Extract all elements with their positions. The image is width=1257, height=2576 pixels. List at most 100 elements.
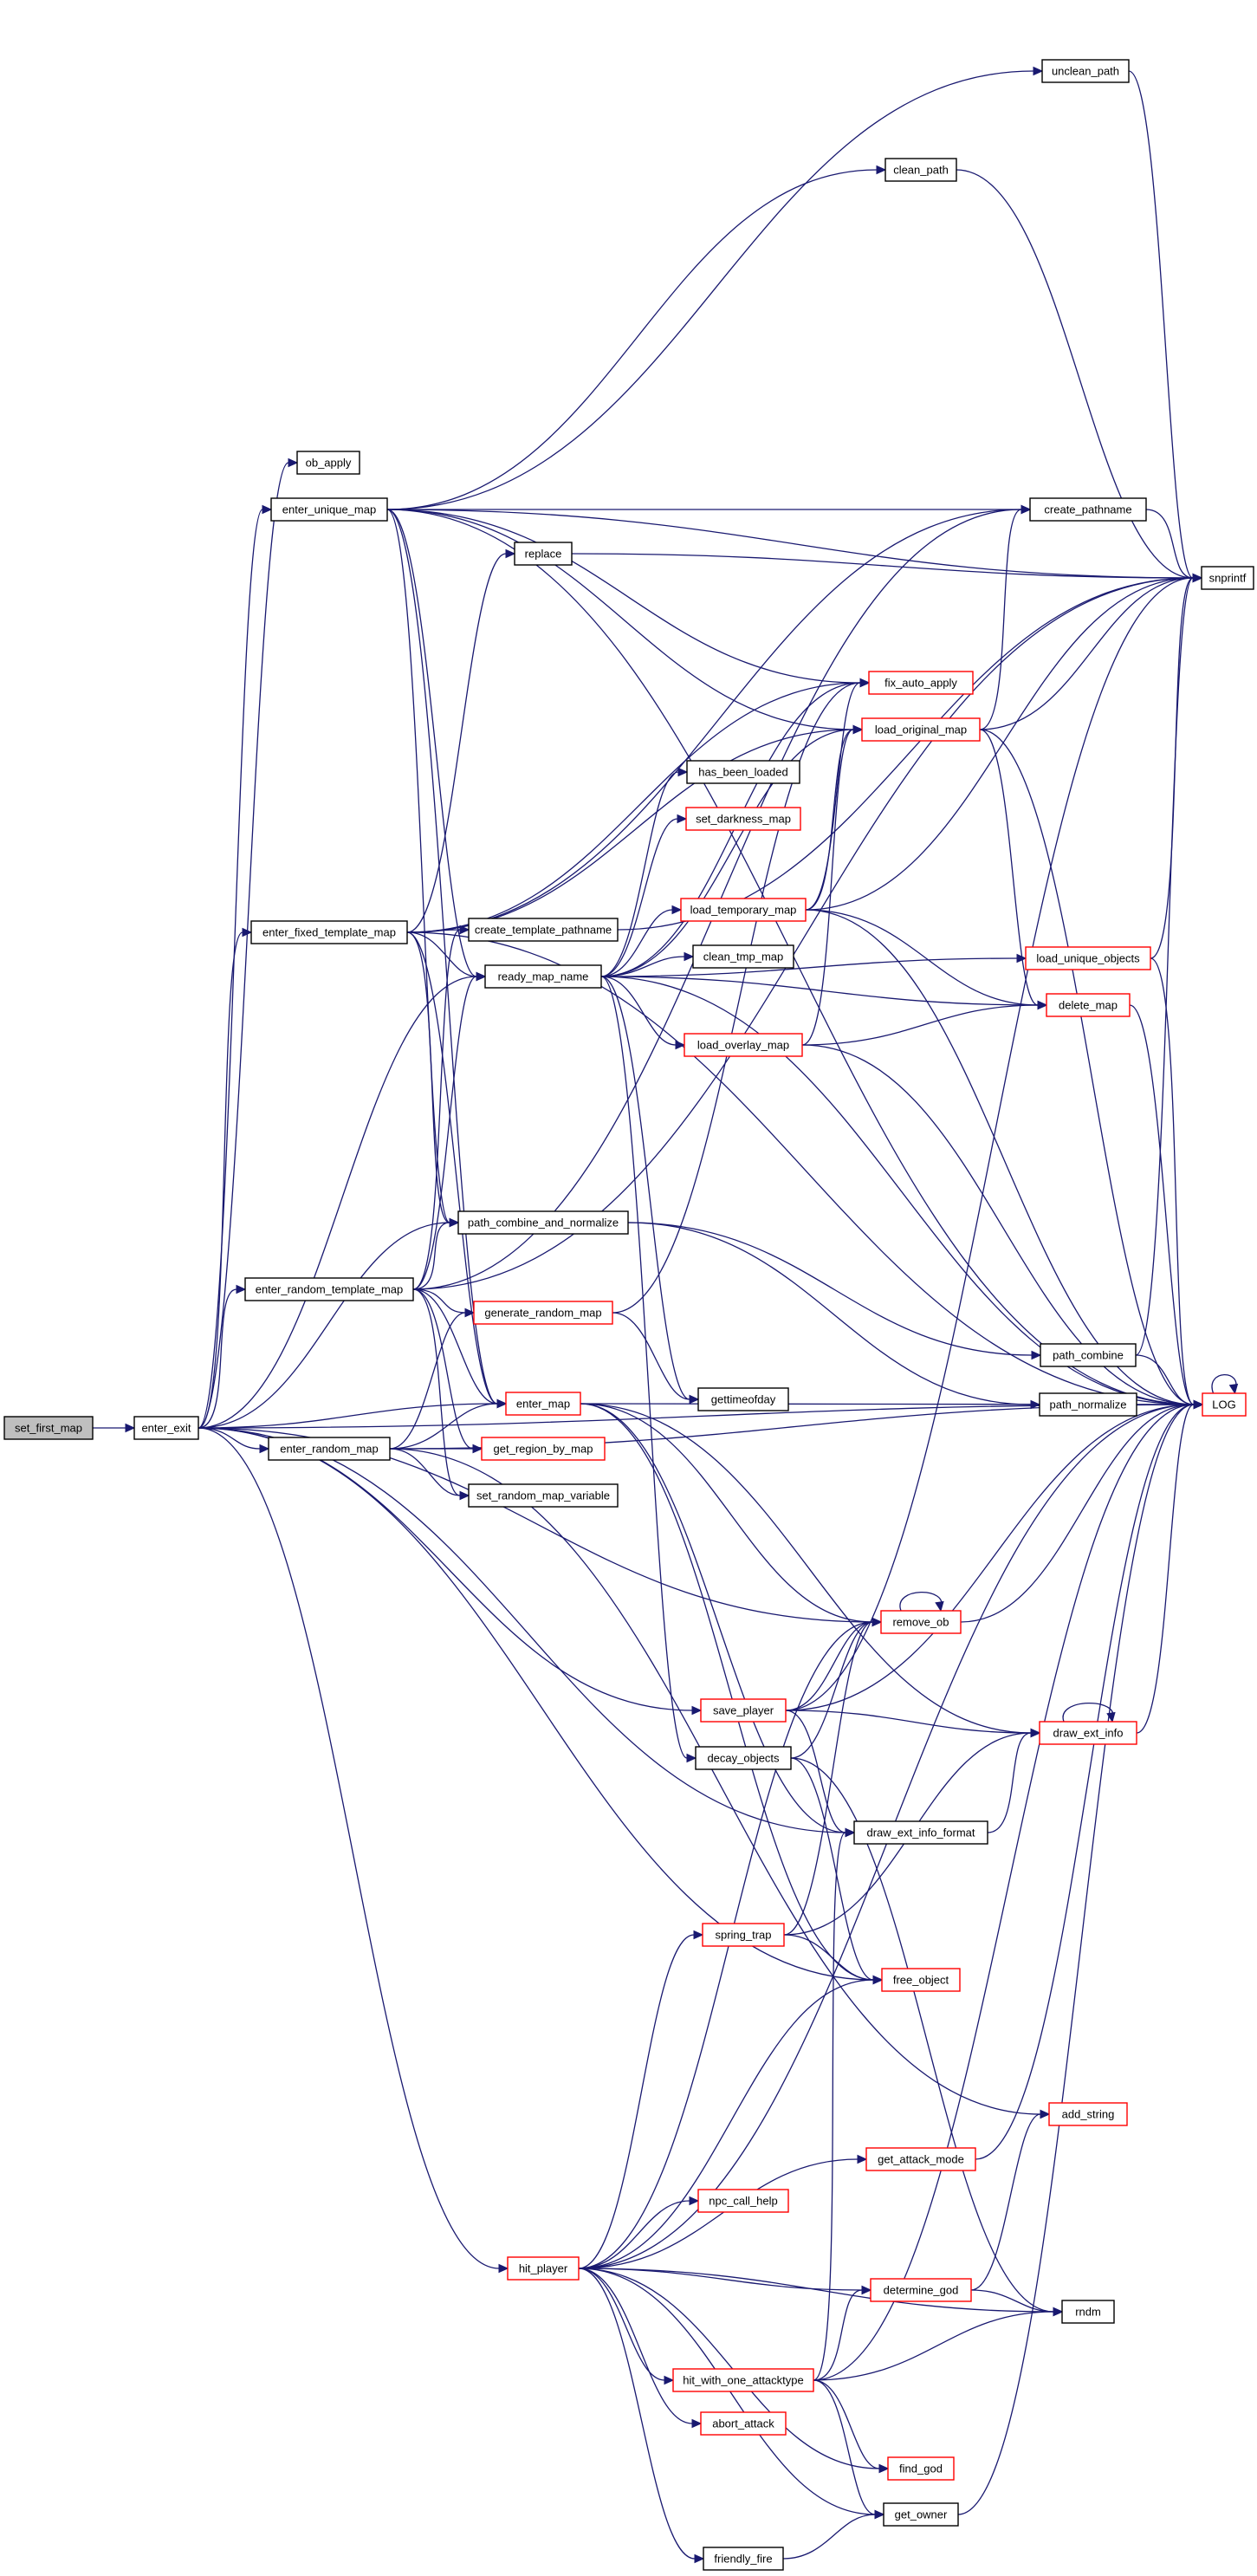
node-free-object[interactable]: free_object [881, 1968, 961, 1992]
node-path-combine[interactable]: path_combine [1040, 1343, 1137, 1367]
node-label: load_overlay_map [697, 1039, 789, 1052]
node-set-first-map[interactable]: set_first_map [3, 1416, 94, 1440]
node-box [684, 1033, 803, 1057]
node-box [484, 964, 602, 989]
edge-enter-unique-map-to-path-combine-and-normalize [386, 509, 460, 1228]
node-decay-objects[interactable]: decay_objects [695, 1746, 792, 1770]
node-enter-fixed-template-map[interactable]: enter_fixed_template_map [250, 920, 408, 944]
edge-enter-map-to-free-object [580, 1403, 884, 1985]
node-hit-player[interactable]: hit_player [507, 2256, 580, 2281]
node-box [887, 2456, 955, 2481]
edge-load-original-map-to-LOG [979, 729, 1204, 1410]
node-enter-random-map[interactable]: enter_random_map [268, 1437, 391, 1461]
node-clean-path[interactable]: clean_path [884, 158, 957, 182]
node-ob-apply[interactable]: ob_apply [296, 451, 360, 475]
node-create-pathname[interactable]: create_pathname [1029, 497, 1147, 522]
node-get-attack-mode[interactable]: get_attack_mode [865, 2147, 976, 2171]
node-replace[interactable]: replace [514, 542, 573, 566]
edge-enter-unique-map-to-fix-auto-apply [386, 509, 871, 688]
node-clean-tmp-map[interactable]: clean_tmp_map [692, 944, 794, 969]
edge-hit-player-to-free-object [578, 1975, 884, 2269]
edge-enter-exit-to-hit-player [198, 1427, 509, 2274]
node-get-region-by-map[interactable]: get_region_by_map [481, 1437, 606, 1461]
node-delete-map[interactable]: delete_map [1046, 993, 1131, 1017]
node-save-player[interactable]: save_player [700, 1698, 787, 1723]
node-enter-unique-map[interactable]: enter_unique_map [270, 497, 388, 522]
node-label: ready_map_name [498, 970, 589, 983]
node-rndm[interactable]: rndm [1061, 2300, 1115, 2324]
node-draw-ext-info-format[interactable]: draw_ext_info_format [853, 1820, 988, 1845]
edge-draw-ext-info-to-LOG [1136, 1399, 1204, 1734]
node-box [672, 2368, 814, 2392]
edge-ready-map-name-to-has-been-loaded [600, 767, 689, 977]
edge-hit-player-to-determine-god [578, 2268, 872, 2295]
node-load-unique-objects[interactable]: load_unique_objects [1025, 946, 1151, 970]
node-box [244, 1277, 414, 1301]
edge-get-owner-to-LOG [957, 1399, 1204, 2515]
node-create-template-pathname[interactable]: create_template_pathname [468, 918, 619, 942]
node-box [881, 1968, 961, 1992]
node-label: has_been_loaded [698, 766, 787, 779]
node-layer: set_first_map enter_exit ob_apply enter_uni… [3, 59, 1254, 2571]
node-has-been-loaded[interactable]: has_been_loaded [686, 760, 800, 784]
node-spring-trap[interactable]: spring_trap [702, 1923, 785, 1947]
node-generate-random-map[interactable]: generate_random_map [473, 1301, 613, 1325]
node-path-normalize[interactable]: path_normalize [1039, 1392, 1137, 1417]
node-box [473, 1301, 613, 1325]
node-box [481, 1437, 606, 1461]
edge-load-overlay-map-to-load-original-map [801, 724, 864, 1046]
node-enter-map[interactable]: enter_map [505, 1392, 581, 1416]
node-box [250, 920, 408, 944]
edge-hit-player-to-spring-trap [578, 1930, 704, 2269]
node-box [505, 1392, 581, 1416]
node-box [703, 2547, 784, 2571]
edge-hit-with-one-attacktype-to-draw-ext-info-format [813, 1827, 856, 2381]
node-get-owner[interactable]: get_owner [883, 2502, 959, 2527]
node-label: set_darkness_map [696, 813, 791, 826]
node-friendly-fire[interactable]: friendly_fire [703, 2547, 784, 2571]
node-label: replace [525, 548, 562, 561]
node-set-darkness-map[interactable]: set_darkness_map [685, 807, 801, 831]
node-determine-god[interactable]: determine_god [870, 2278, 972, 2302]
node-enter-exit[interactable]: enter_exit [133, 1416, 199, 1440]
edge-enter-random-template-map-to-set-random-map-variable [412, 1288, 470, 1501]
node-enter-random-template-map[interactable]: enter_random_template_map [244, 1277, 414, 1301]
edge-enter-unique-map-to-clean-path [386, 165, 887, 510]
node-set-random-map-variable[interactable]: set_random_map_variable [468, 1483, 619, 1508]
node-fix-auto-apply[interactable]: fix_auto_apply [868, 671, 974, 695]
node-load-temporary-map[interactable]: load_temporary_map [680, 898, 807, 922]
node-box [3, 1416, 94, 1440]
node-label: abort_attack [712, 2417, 774, 2430]
node-draw-ext-info[interactable]: draw_ext_info [1039, 1721, 1137, 1745]
node-ready-map-name[interactable]: ready_map_name [484, 964, 602, 989]
edge-enter-unique-map-to-unclean-path [386, 66, 1044, 510]
node-box [268, 1437, 391, 1461]
node-box [468, 918, 619, 942]
node-label: create_template_pathname [475, 924, 612, 937]
edge-LOG-to-LOG [1211, 1374, 1239, 1395]
node-LOG[interactable]: LOG [1202, 1392, 1247, 1417]
node-label: enter_random_map [280, 1443, 378, 1456]
edge-generate-random-map-to-gettimeofday [612, 1312, 700, 1405]
node-label: set_first_map [15, 1422, 82, 1435]
node-add-string[interactable]: add_string [1048, 2102, 1128, 2126]
node-gettimeofday[interactable]: gettimeofday [697, 1387, 789, 1411]
node-label: ob_apply [306, 457, 352, 470]
edge-hit-player-to-abort-attack [578, 2268, 703, 2429]
node-load-overlay-map[interactable]: load_overlay_map [684, 1033, 803, 1057]
node-remove-ob[interactable]: remove_ob [880, 1610, 962, 1634]
node-snprintf[interactable]: snprintf [1201, 566, 1254, 590]
node-npc-call-help[interactable]: npc_call_help [697, 2189, 789, 2213]
node-load-original-map[interactable]: load_original_map [861, 717, 981, 742]
edge-draw-ext-info-to-draw-ext-info [1062, 1702, 1116, 1723]
edge-hit-with-one-attacktype-to-LOG [813, 1399, 1204, 2381]
node-path-combine-and-normalize[interactable]: path_combine_and_normalize [457, 1210, 629, 1235]
edge-enter-random-map-to-add-string [389, 1448, 1051, 2119]
edge-enter-fixed-template-map-to-replace [406, 548, 516, 933]
node-unclean-path[interactable]: unclean_path [1041, 59, 1130, 83]
node-box [700, 1698, 787, 1723]
node-abort-attack[interactable]: abort_attack [700, 2411, 787, 2436]
node-hit-with-one-attacktype[interactable]: hit_with_one_attacktype [672, 2368, 814, 2392]
node-label: hit_with_one_attacktype [683, 2374, 803, 2387]
node-find-god[interactable]: find_god [887, 2456, 955, 2481]
